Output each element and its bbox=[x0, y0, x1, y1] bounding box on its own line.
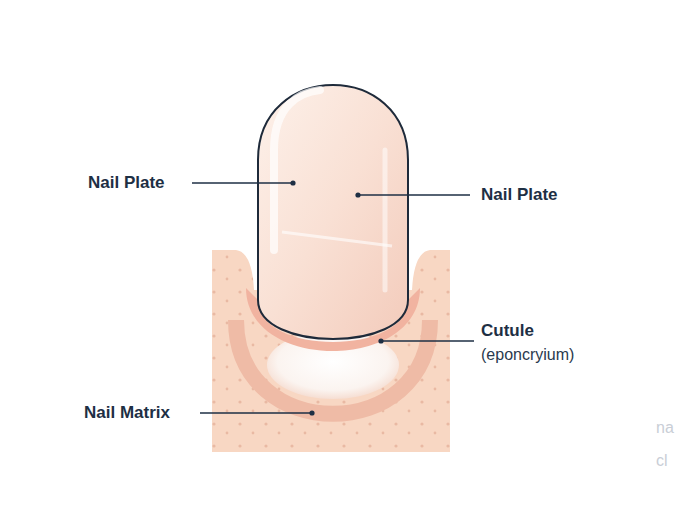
leader-dot bbox=[355, 192, 360, 197]
leader-dot bbox=[290, 180, 295, 185]
faint-text: cl bbox=[656, 450, 668, 472]
nail-highlight bbox=[282, 232, 392, 246]
leader-line bbox=[358, 194, 470, 195]
part-sublabel: (eponcryium) bbox=[481, 344, 574, 366]
nail-plate bbox=[258, 85, 408, 339]
leader-line bbox=[192, 182, 293, 183]
leader-dot bbox=[309, 410, 314, 415]
leader-dot bbox=[378, 338, 383, 343]
leader-line bbox=[381, 340, 474, 341]
part-label: Cutule bbox=[481, 320, 534, 342]
part-label: Nail Plate bbox=[481, 184, 558, 206]
nail-highlight bbox=[383, 150, 388, 290]
part-label: Nail Plate bbox=[88, 172, 165, 194]
nail-highlight bbox=[274, 90, 320, 250]
faint-text: na bbox=[656, 417, 674, 439]
leader-line bbox=[200, 412, 312, 413]
part-label: Nail Matrix bbox=[84, 402, 170, 424]
